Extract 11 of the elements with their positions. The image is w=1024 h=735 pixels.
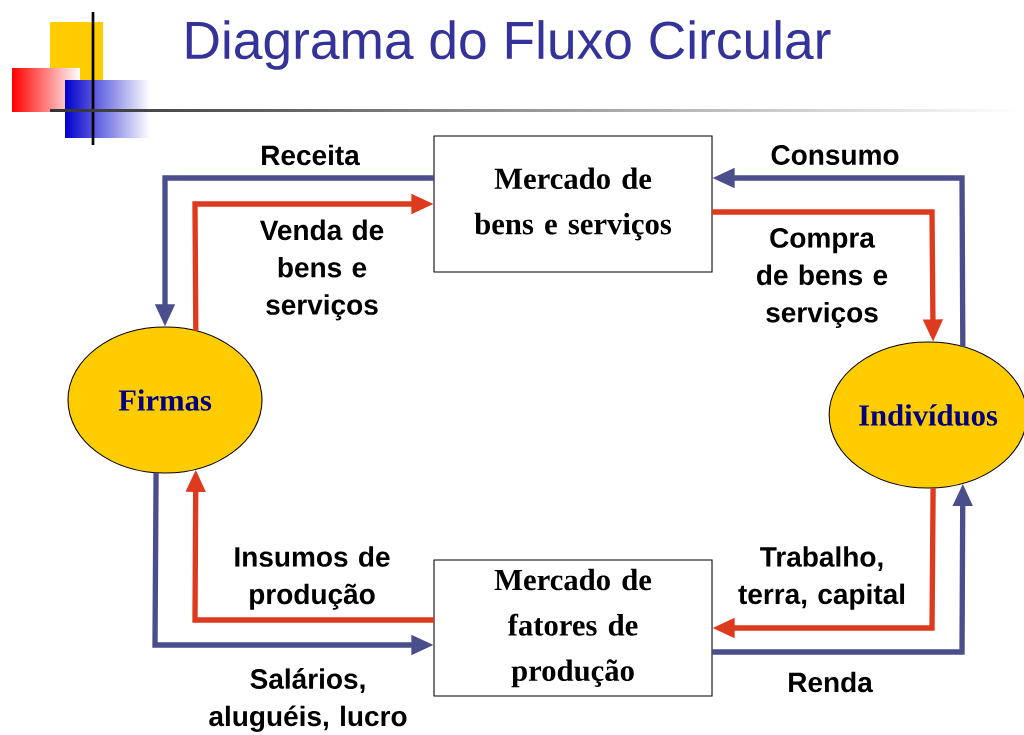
market-box: Mercado de fatores de produção bbox=[433, 559, 713, 697]
title: Diagrama do Fluxo Circular bbox=[186, 20, 831, 70]
edge-label: Compra de bens e serviços bbox=[757, 228, 888, 328]
edge-label: Trabalho, terra, capital bbox=[738, 546, 905, 610]
edge-label: Renda bbox=[789, 671, 873, 693]
edge-label: Receita bbox=[262, 144, 360, 166]
edge-label: Consumo bbox=[771, 145, 899, 165]
market-box: Mercado de bens e serviços bbox=[433, 135, 713, 273]
edge-label: Insumos de produção bbox=[235, 546, 390, 610]
edge-label: Salários, aluguéis, lucro bbox=[209, 668, 407, 732]
edge-label: Venda de bens e serviços bbox=[259, 219, 384, 321]
